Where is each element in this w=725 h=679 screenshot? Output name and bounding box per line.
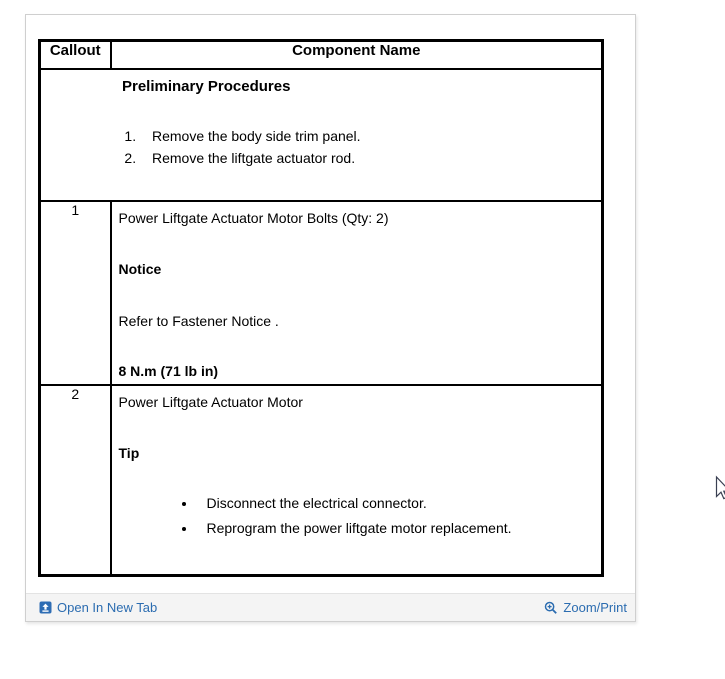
notice-label: Notice bbox=[118, 260, 162, 277]
fastener-notice-text: Refer to Fastener Notice . bbox=[118, 312, 279, 329]
mouse-cursor-icon bbox=[715, 475, 725, 500]
callout-table: Callout Component Name Preliminary Proce… bbox=[38, 39, 604, 577]
component-title: Power Liftgate Actuator Motor Bolts (Qty… bbox=[118, 209, 389, 226]
torque-spec: 8 N.m (71 lb in) bbox=[118, 362, 219, 379]
preliminary-step: Remove the liftgate actuator rod. bbox=[140, 147, 593, 169]
zoom-print-label: Zoom/Print bbox=[563, 600, 627, 615]
open-in-new-tab-label: Open In New Tab bbox=[57, 600, 158, 615]
component-cell: Power Liftgate Actuator Motor Bolts (Qty… bbox=[109, 199, 604, 386]
preliminary-procedures-row: Preliminary Procedures Remove the body s… bbox=[38, 67, 604, 202]
panel-footer: Open In New Tab Zoom/Print bbox=[26, 593, 635, 621]
zoom-print-link[interactable]: Zoom/Print bbox=[544, 600, 627, 615]
callout-column-header: Callout bbox=[38, 39, 112, 70]
tip-bullet-list: Disconnect the electrical connector. Rep… bbox=[119, 491, 594, 541]
zoom-magnifier-icon bbox=[544, 601, 558, 615]
preliminary-steps-list: Remove the body side trim panel. Remove … bbox=[48, 125, 593, 169]
tip-bullet: Disconnect the electrical connector. bbox=[197, 491, 594, 516]
component-panel: Callout Component Name Preliminary Proce… bbox=[25, 14, 636, 622]
preliminary-step: Remove the body side trim panel. bbox=[140, 125, 593, 147]
open-in-new-tab-icon bbox=[39, 601, 52, 614]
table-row: 2 Power Liftgate Actuator Motor Tip Disc… bbox=[38, 383, 604, 577]
component-title: Power Liftgate Actuator Motor bbox=[118, 393, 303, 410]
tip-bullet: Reprogram the power liftgate motor repla… bbox=[197, 516, 594, 541]
table-row: 1 Power Liftgate Actuator Motor Bolts (Q… bbox=[38, 199, 604, 386]
callout-number: 1 bbox=[38, 199, 112, 386]
preliminary-procedures-cell: Preliminary Procedures Remove the body s… bbox=[38, 67, 604, 202]
tip-label: Tip bbox=[118, 444, 140, 461]
callout-number: 2 bbox=[38, 383, 112, 577]
preliminary-procedures-title: Preliminary Procedures bbox=[122, 77, 291, 95]
component-name-column-header: Component Name bbox=[109, 39, 604, 70]
component-cell: Power Liftgate Actuator Motor Tip Discon… bbox=[109, 383, 604, 577]
table-header-row: Callout Component Name bbox=[38, 39, 604, 70]
open-in-new-tab-link[interactable]: Open In New Tab bbox=[39, 600, 157, 615]
